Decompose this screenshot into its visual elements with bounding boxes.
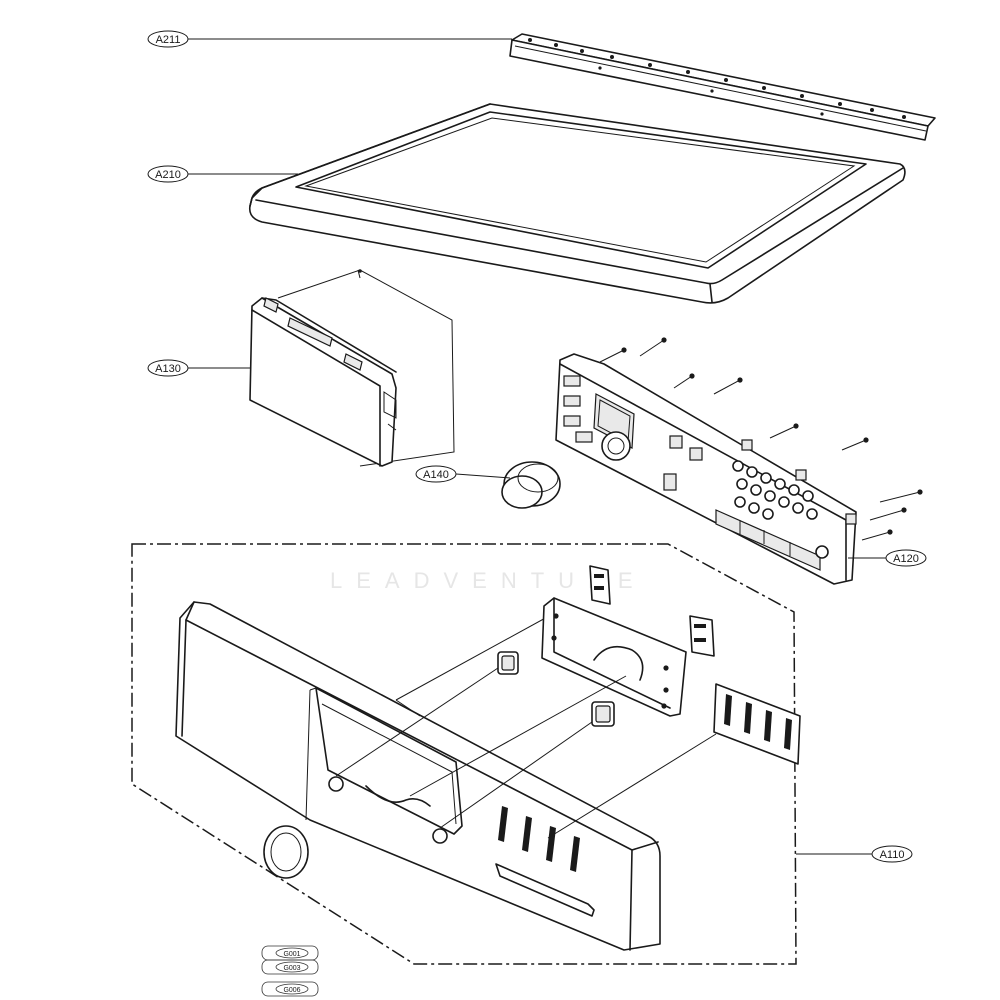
part-a110-button-2 xyxy=(439,701,615,829)
part-a110-slot-cover xyxy=(547,683,801,839)
callout-a140-label: A140 xyxy=(423,469,449,481)
callout-a130-label: A130 xyxy=(155,363,181,375)
small-label-g2: G003 xyxy=(283,965,300,972)
part-a110-group-outline xyxy=(131,543,797,965)
part-a110-button-1 xyxy=(335,651,519,777)
watermark-text: LEADVENTURE xyxy=(330,568,647,593)
part-a140-knob xyxy=(501,461,561,509)
callout-a110: A110 xyxy=(796,845,913,863)
small-label-g1: G001 xyxy=(283,951,300,958)
callout-a120-label: A120 xyxy=(893,553,919,565)
part-a211-top-rail xyxy=(509,33,936,141)
small-label-g3: G006 xyxy=(283,987,300,994)
part-a210-top-frame xyxy=(248,103,906,304)
part-a130-drawer xyxy=(249,269,455,467)
callout-a120: A120 xyxy=(848,549,927,567)
callout-a211: A211 xyxy=(147,30,512,48)
part-a110-control-panel xyxy=(175,601,661,951)
callout-a110-label: A110 xyxy=(880,849,905,861)
callout-a211-label: A211 xyxy=(156,34,181,46)
callout-a130: A130 xyxy=(147,359,250,377)
part-a110-clip-1 xyxy=(589,565,611,605)
callout-a210: A210 xyxy=(147,165,298,183)
part-a110-display-bracket xyxy=(409,597,687,797)
small-label-stack: G001 G003 G006 xyxy=(261,945,319,997)
callout-a210-label: A210 xyxy=(155,169,181,181)
part-a120-control-board xyxy=(555,337,923,585)
callout-a140: A140 xyxy=(415,465,511,483)
part-a110-clip-2 xyxy=(689,615,715,657)
